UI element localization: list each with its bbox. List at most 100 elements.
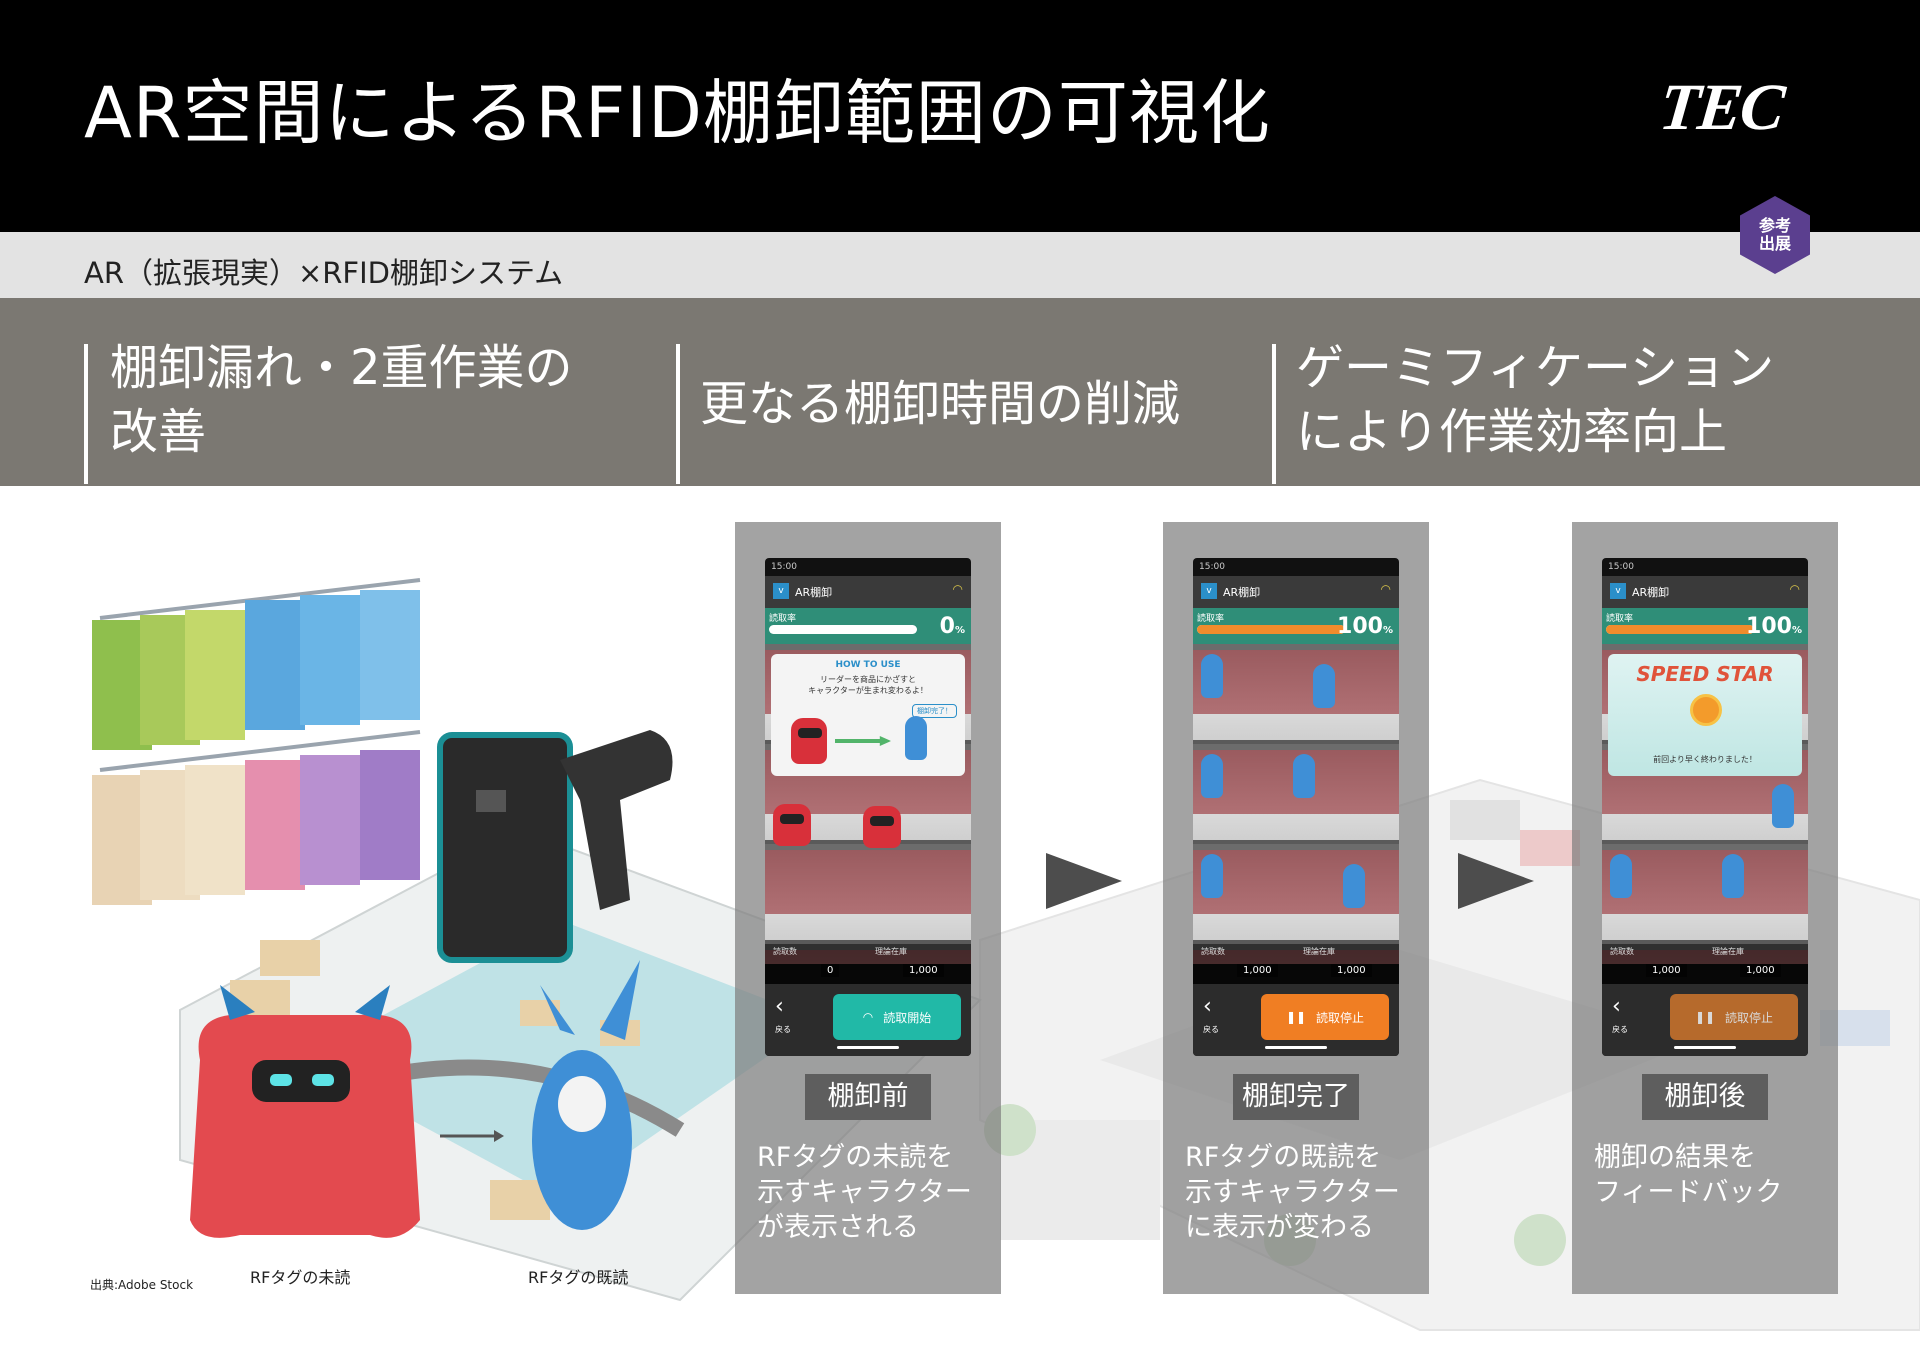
rate-unit: % [1382,625,1393,636]
status-time: 15:00 [771,562,797,572]
unread-character-illustration [190,985,420,1238]
feature-band [0,298,1920,486]
desc-line-2: 示すキャラクター [1185,1177,1400,1208]
app-logo-icon: v [773,583,789,599]
read-character-marker [1201,854,1223,898]
read-count-value: 1,000 [1646,964,1687,977]
desc-line-2: フィードバック [1594,1177,1783,1208]
count-bar: 読取数 理論在庫 0 1,000 [765,944,971,984]
start-reading-button[interactable]: ◠ 読取開始 [833,994,961,1040]
medal-icon [1690,694,1722,726]
home-indicator [837,1046,899,1049]
state-description: RFタグの既読を 示すキャラクター に表示が変わる [1185,1140,1400,1245]
rate-value: 0% [940,614,965,639]
caption-read: RFタグの既読 [528,1268,629,1287]
app-title: AR棚卸 [1632,586,1670,599]
signal-icon: ◠ [1789,582,1800,596]
step-arrow-icon [1458,853,1534,909]
howto-text-line-2: キャラクターが生まれ変わるよ！ [808,686,928,695]
back-chevron-icon[interactable]: ‹ [1612,994,1621,1019]
read-character-marker [1201,654,1223,698]
status-time: 15:00 [1608,562,1634,572]
read-character-icon [905,716,927,760]
count-bar: 読取数 理論在庫 1,000 1,000 [1193,944,1399,984]
rate-number: 100 [1337,614,1383,639]
read-character-marker [1201,754,1223,798]
rate-unit: % [954,625,965,636]
feature-2-line-1: 更なる棚卸時間の削減 [700,376,1181,432]
desc-line-2: 示すキャラクター [757,1177,972,1208]
page-subtitle: AR（拡張現実）×RFID棚卸システム [84,256,564,290]
feature-1-line-1: 棚卸漏れ・2重作業の [110,340,573,396]
phone-bottom-bar: ‹ 戻る ❚❚ 読取停止 [1193,984,1399,1056]
home-indicator [1674,1046,1736,1049]
read-count-label: 読取数 [1610,947,1634,956]
app-bar: v AR棚卸 ◠ [1602,576,1808,608]
read-character-marker [1343,864,1365,908]
pause-icon: ❚❚ [1285,1010,1307,1024]
app-logo-icon: v [1610,583,1626,599]
app-title: AR棚卸 [795,586,833,599]
speed-star-title: SPEED STAR [1636,662,1774,686]
app-bar: v AR棚卸 ◠ [765,576,971,608]
read-rate-bar: 読取率 0% [765,608,971,644]
read-character-marker [1313,664,1335,708]
state-description: RFタグの未読を 示すキャラクター が表示される [757,1140,972,1245]
home-indicator [1265,1046,1327,1049]
back-chevron-icon[interactable]: ‹ [1203,994,1212,1019]
rate-label: 読取率 [1197,614,1225,624]
stop-reading-button[interactable]: ❚❚ 読取停止 [1670,994,1798,1040]
phone-screen: 15:00 v AR棚卸 ◠ 読取率 100% 読取数 理論在庫 1,000 1… [1193,558,1399,1056]
step-arrow-icon [1046,853,1122,909]
phone-bottom-bar: ‹ 戻る ◠ 読取開始 [765,984,971,1056]
stop-reading-label: 読取停止 [1316,1010,1365,1025]
state-description: 棚卸の結果を フィードバック [1594,1140,1782,1210]
desc-line-1: RFタグの既読を [1185,1142,1382,1173]
start-reading-label: 読取開始 [883,1010,932,1025]
rate-progress-track [1606,625,1754,634]
feature-divider [84,344,88,484]
read-count-label: 読取数 [773,947,797,956]
feature-3-line-1: ゲーミフィケーション [1296,340,1775,396]
read-count-label: 読取数 [1201,947,1225,956]
read-character-marker [1722,854,1744,898]
desc-line-1: RFタグの未読を [757,1142,954,1173]
back-label: 戻る [1612,1025,1628,1034]
howto-text-line-1: リーダーを商品にかざすと [820,675,916,684]
page-title: AR空間によるRFID棚卸範囲の可視化 [84,72,1271,154]
feature-1-line-2: 改善 [110,404,207,460]
theory-stock-label: 理論在庫 [1303,947,1335,956]
read-character-marker [1610,854,1632,898]
rate-progress-fill [1606,625,1754,634]
image-source-credit: 出典:Adobe Stock [90,1278,194,1292]
feature-2: 更なる棚卸時間の削減 [700,372,1180,436]
transform-arrow-icon [835,736,891,746]
signal-icon: ◠ [1380,582,1391,596]
unread-character-marker [863,806,901,848]
back-chevron-icon[interactable]: ‹ [775,994,784,1019]
theory-stock-value: 1,000 [1740,964,1781,977]
caption-unread: RFタグの未読 [250,1268,351,1287]
status-time: 15:00 [1199,562,1225,572]
stop-reading-label: 読取停止 [1725,1010,1774,1025]
desc-line-3: に表示が変わる [1185,1212,1374,1243]
pause-icon: ❚❚ [1694,1010,1716,1024]
theory-stock-value: 1,000 [1331,964,1372,977]
signal-icon: ◠ [952,582,963,596]
badge-line-2: 出展 [1758,234,1791,253]
panel-before-inventory: 15:00 v AR棚卸 ◠ 読取率 0% HOW TO USE リーダーを商品… [735,522,1001,1294]
theory-stock-value: 1,000 [903,964,944,977]
rfid-reader-illustration [437,730,673,963]
badge-line-1: 参考 [1758,215,1791,235]
app-logo-icon: v [1201,583,1217,599]
feature-divider [676,344,680,484]
read-character-marker [1293,754,1315,798]
stop-reading-button[interactable]: ❚❚ 読取停止 [1261,994,1389,1040]
phone-bottom-bar: ‹ 戻る ❚❚ 読取停止 [1602,984,1808,1056]
read-count-value: 0 [821,964,840,977]
theory-stock-label: 理論在庫 [875,947,907,956]
state-label: 棚卸前 [805,1074,931,1120]
rate-unit: % [1791,625,1802,636]
rate-progress-track [1197,625,1345,634]
feature-3-line-2: により作業効率向上 [1296,404,1728,460]
